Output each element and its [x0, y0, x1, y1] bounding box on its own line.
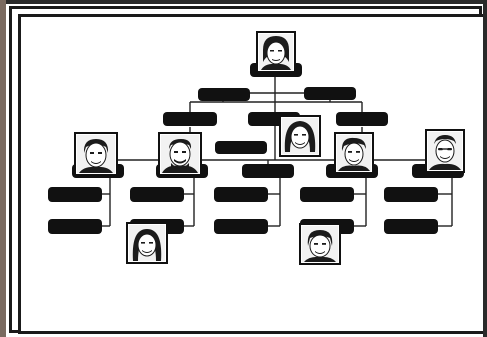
node-box: [215, 141, 267, 154]
node-box: [336, 112, 388, 126]
portrait-boy-icon: [334, 132, 374, 174]
node-box: [48, 219, 102, 234]
node-box: [198, 88, 250, 101]
window-edge-left: [0, 0, 6, 337]
portrait-girl-icon: [126, 222, 168, 264]
node-box: [384, 187, 438, 202]
portrait-woman-icon: [74, 132, 118, 176]
window-edge-top: [0, 0, 487, 4]
node-box: [163, 112, 217, 126]
node-box: [300, 187, 354, 202]
portrait-young-woman-icon: [279, 115, 321, 157]
node-box: [304, 87, 356, 100]
node-box: [214, 187, 268, 202]
portrait-child-icon: [299, 223, 341, 265]
window-edge-right: [483, 0, 487, 337]
portrait-man-icon: [158, 132, 202, 176]
node-box: [130, 187, 184, 202]
node-box: [214, 219, 268, 234]
portrait-older-man-icon: [425, 129, 465, 173]
node-box: [48, 187, 102, 202]
connector-lines: [97, 72, 453, 227]
node-box: [242, 164, 294, 178]
node-box: [384, 219, 438, 234]
portrait-older-woman-icon: [256, 31, 296, 73]
